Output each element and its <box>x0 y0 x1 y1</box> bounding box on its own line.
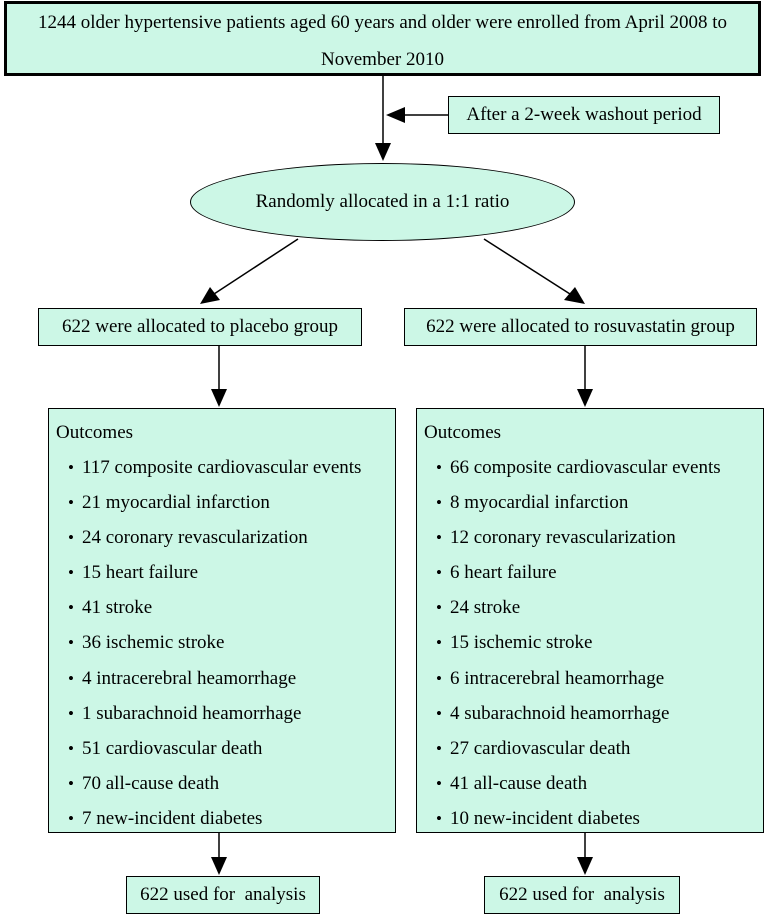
rosuvastatin-outcome-item: 6 intracerebral heamorrhage <box>424 663 763 698</box>
placebo-outcome-item: 21 myocardial infarction <box>56 487 395 522</box>
placebo-outcome-item: 1 subarachnoid heamorrhage <box>56 698 395 733</box>
rosuvastatin-outcome-item: 8 myocardial infarction <box>424 487 763 522</box>
placebo-outcome-item: 15 heart failure <box>56 557 395 592</box>
rosuvastatin-outcomes-title: Outcomes <box>424 422 502 443</box>
randomization-ellipse: Randomly allocated in a 1:1 ratio <box>190 163 575 241</box>
arrowhead-placebo-analysis <box>211 857 227 875</box>
arrowhead-rosuvastatin <box>564 287 585 304</box>
rosuvastatin-analysis-text: 622 used for analysis <box>499 884 665 905</box>
placebo-analysis-text: 622 used for analysis <box>140 884 306 905</box>
enrollment-box: 1244 older hypertensive patients aged 60… <box>4 1 761 76</box>
rosuvastatin-outcome-item: 41 all-cause death <box>424 768 763 803</box>
rosuvastatin-outcome-item: 15 ischemic stroke <box>424 627 763 662</box>
rosuvastatin-outcome-item: 24 stroke <box>424 592 763 627</box>
placebo-outcome-item: 70 all-cause death <box>56 768 395 803</box>
placebo-outcomes-list: 117 composite cardiovascular events 21 m… <box>56 452 395 838</box>
placebo-outcome-item: 117 composite cardiovascular events <box>56 452 395 487</box>
washout-text: After a 2-week washout period <box>466 104 702 125</box>
randomization-text: Randomly allocated in a 1:1 ratio <box>255 191 510 212</box>
rosuvastatin-outcome-item: 10 new-incident diabetes <box>424 803 763 838</box>
arrow-random-to-rosuvastatin <box>483 238 571 295</box>
enrollment-text-line1: 1244 older hypertensive patients aged 60… <box>37 12 728 33</box>
arrowhead-rosu-analysis <box>577 857 593 875</box>
placebo-outcomes-box: Outcomes 117 composite cardiovascular ev… <box>48 408 396 833</box>
rosuvastatin-outcomes-list: 66 composite cardiovascular events 8 myo… <box>424 452 763 838</box>
placebo-outcomes-title: Outcomes <box>56 422 134 443</box>
arrowhead-enrollment <box>375 143 391 161</box>
washout-box: After a 2-week washout period <box>448 96 720 134</box>
placebo-outcome-item: 24 coronary revascularization <box>56 522 395 557</box>
rosuvastatin-outcome-item: 12 coronary revascularization <box>424 522 763 557</box>
arrowhead-rosu-outcomes <box>577 389 593 407</box>
placebo-outcome-item: 41 stroke <box>56 592 395 627</box>
arrowhead-placebo <box>200 287 220 304</box>
rosuvastatin-outcome-item: 4 subarachnoid heamorrhage <box>424 698 763 733</box>
enrollment-text-line2: November 2010 <box>321 49 444 70</box>
placebo-analysis-box: 622 used for analysis <box>126 876 320 914</box>
rosuvastatin-outcome-item: 6 heart failure <box>424 557 763 592</box>
placebo-outcome-item: 36 ischemic stroke <box>56 627 395 662</box>
rosuvastatin-allocation-box: 622 were allocated to rosuvastatin group <box>404 308 757 346</box>
rosuvastatin-allocation-text: 622 were allocated to rosuvastatin group <box>426 316 735 337</box>
placebo-outcome-item: 4 intracerebral heamorrhage <box>56 663 395 698</box>
placebo-outcome-item: 7 new-incident diabetes <box>56 803 395 838</box>
rosuvastatin-analysis-box: 622 used for analysis <box>484 876 680 914</box>
placebo-allocation-text: 622 were allocated to placebo group <box>62 316 338 337</box>
arrowhead-placebo-outcomes <box>211 389 227 407</box>
placebo-outcome-item: 51 cardiovascular death <box>56 733 395 768</box>
rosuvastatin-outcomes-box: Outcomes 66 composite cardiovascular eve… <box>416 408 764 833</box>
rosuvastatin-outcome-item: 27 cardiovascular death <box>424 733 763 768</box>
rosuvastatin-outcome-item: 66 composite cardiovascular events <box>424 452 763 487</box>
arrowhead-washout <box>386 107 405 123</box>
arrow-random-to-placebo <box>213 238 299 295</box>
placebo-allocation-box: 622 were allocated to placebo group <box>38 308 362 346</box>
